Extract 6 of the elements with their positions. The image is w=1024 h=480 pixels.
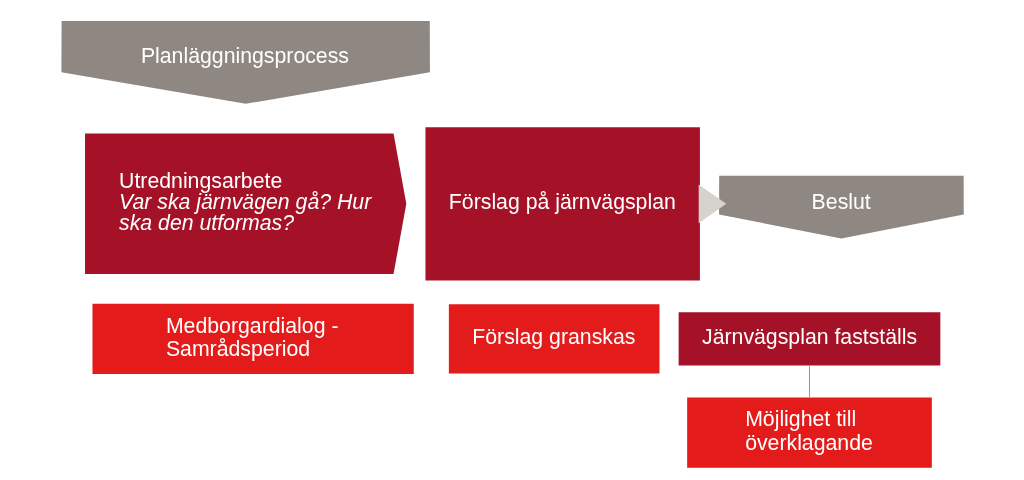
node-box: Järnvägsplan fastställs	[678, 312, 940, 366]
node-box: Medborgardialog - Samrådsperiod	[92, 303, 414, 375]
connector	[808, 365, 810, 398]
node-box: Förslag granskas	[448, 304, 659, 374]
node-box: Möjlighet till överklagande	[686, 397, 932, 468]
node-box: Förslag på järnvägsplan	[424, 127, 700, 281]
